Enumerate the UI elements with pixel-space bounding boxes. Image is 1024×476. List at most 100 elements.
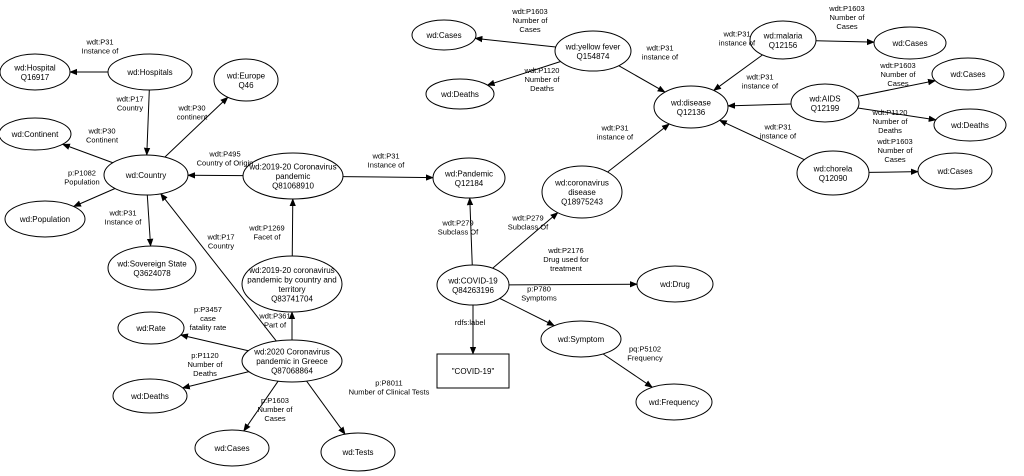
node-tests[interactable]: wd:Tests bbox=[320, 432, 396, 472]
node-ellipse bbox=[653, 85, 729, 129]
edge-coronavirusDisease-to-disease bbox=[607, 123, 670, 173]
node-label-line: Q84263196 bbox=[452, 286, 494, 295]
node-covidLabel[interactable]: "COVID-19" bbox=[436, 353, 510, 389]
node-label-line: Q83741704 bbox=[271, 294, 313, 303]
node-label: wd:Frequency bbox=[648, 398, 699, 407]
node-ellipse bbox=[540, 320, 622, 358]
node-ellipse bbox=[213, 58, 279, 102]
edge-covid19-to-drug bbox=[508, 281, 638, 288]
node-country[interactable]: wd:Country bbox=[103, 154, 189, 196]
node-label-line: wd:disease bbox=[670, 98, 712, 107]
node-ellipse bbox=[749, 20, 817, 60]
edge-label-line: wdt:P30 bbox=[87, 127, 115, 136]
node-deathsYF[interactable]: wd:Deaths bbox=[425, 78, 495, 110]
node-frequency[interactable]: wd:Frequency bbox=[635, 383, 713, 421]
edge-label-line: continent bbox=[177, 113, 208, 122]
node-label: wd:Cases bbox=[949, 70, 985, 79]
edge-greece-to-country bbox=[160, 193, 277, 342]
edge-label-line: wdt:P31 bbox=[763, 123, 791, 132]
node-label: wd:Rate bbox=[135, 324, 166, 333]
edge-label-line: wdt:P1603 bbox=[879, 61, 915, 70]
node-population[interactable]: wd:Population bbox=[4, 200, 86, 238]
node-label-line: Q12184 bbox=[455, 179, 484, 188]
node-casesCholera[interactable]: wd:Cases bbox=[917, 152, 993, 190]
node-deathsGreece[interactable]: wd:Deaths bbox=[112, 378, 188, 414]
edge-hospitals-to-country bbox=[143, 89, 151, 156]
node-casesAids[interactable]: wd:Cases bbox=[931, 57, 1005, 91]
edge-country-to-europe bbox=[164, 96, 229, 158]
node-label: wd:Cases bbox=[425, 31, 461, 40]
edge-label-line: Country bbox=[208, 242, 235, 251]
edge-label-line: instance of bbox=[642, 53, 679, 62]
node-hospitals[interactable]: wd:Hospitals bbox=[107, 53, 193, 91]
edge-label-line: Instance of bbox=[82, 47, 120, 56]
edge-greece-to-tests bbox=[306, 380, 346, 435]
node-label-line: wd:chorela bbox=[813, 164, 853, 173]
edge-label-line: Population bbox=[64, 178, 99, 187]
edge-label-line: wdt:P31 bbox=[371, 152, 399, 161]
edge-label-line: treatment bbox=[550, 264, 583, 273]
node-drug[interactable]: wd:Drug bbox=[636, 265, 714, 303]
node-casesMalaria[interactable]: wd:Cases bbox=[873, 26, 947, 60]
edge-label-line: Country of Origin bbox=[197, 159, 254, 168]
node-label-line: wd:Deaths bbox=[950, 121, 989, 130]
edge-label-line: wdt:P30 bbox=[177, 104, 205, 113]
node-ellipse bbox=[554, 30, 632, 72]
edge-label-line: p:P1603 bbox=[261, 396, 289, 405]
node-label-line: territory bbox=[278, 285, 305, 294]
node-deathsAids[interactable]: wd:Deaths bbox=[933, 108, 1007, 142]
node-label-line: wd:Cases bbox=[213, 444, 249, 453]
edge-label-line: p:P1082 bbox=[68, 169, 96, 178]
edge-label-line: Instance of bbox=[368, 161, 406, 170]
node-symptom[interactable]: wd:Symptom bbox=[540, 320, 622, 358]
edge-pandemic1920-to-pandemicClass bbox=[342, 174, 434, 181]
edge-label-line: wdt:P1120 bbox=[872, 108, 908, 117]
edge-label-line: wdt:P31 bbox=[108, 209, 136, 218]
edge-aids-to-disease bbox=[727, 102, 792, 109]
edge-label-line: wdt:P31 bbox=[722, 30, 750, 39]
node-continent[interactable]: wd:Continent bbox=[0, 117, 72, 151]
node-ellipse bbox=[541, 165, 623, 219]
edge-label-line: Subclass Of bbox=[508, 223, 549, 232]
node-label-line: wd:coronavirus bbox=[554, 179, 609, 188]
edge-label-line: Cases bbox=[264, 414, 286, 423]
node-casesYF[interactable]: wd:Cases bbox=[411, 19, 477, 51]
edge-aids-to-casesAids bbox=[856, 78, 937, 98]
node-label: wd:Continent bbox=[11, 130, 59, 139]
edge-label-line: instance of bbox=[742, 82, 779, 91]
node-casesGreece[interactable]: wd:Cases bbox=[194, 429, 270, 467]
edge-label-line: Number of bbox=[872, 117, 908, 126]
edge-label: rdfs:label bbox=[455, 318, 486, 327]
edge-label-line: instance of bbox=[760, 132, 797, 141]
node-label: wd:Tests bbox=[341, 448, 373, 457]
edge-label-line: Number of bbox=[829, 13, 865, 22]
node-rate[interactable]: wd:Rate bbox=[117, 311, 185, 345]
